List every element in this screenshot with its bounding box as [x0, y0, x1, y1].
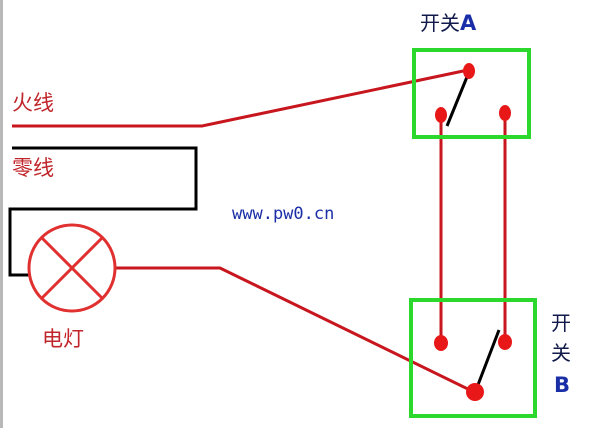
switch-b-right-terminal [498, 334, 512, 350]
switch-a-lever [445, 71, 471, 127]
switch-a [412, 48, 531, 139]
switch-a-box [412, 48, 531, 139]
switch-a-title-letter: A [460, 11, 477, 35]
switch-b-left-terminal [434, 335, 448, 351]
switch-a-title-text: 开关 [420, 11, 460, 35]
live-wire-label: 火线 [12, 91, 54, 115]
neutral-wire [8, 146, 198, 277]
switch-b-title-letter: B [554, 373, 570, 397]
neutral-wire-label: 零线 [12, 156, 54, 180]
left-edge-strip [0, 0, 3, 428]
switch-b-title-line1: 开 [551, 311, 571, 335]
switch-b-box [409, 298, 537, 418]
switch-b-common-terminal [466, 383, 484, 401]
switch-a-title: 开关A [420, 11, 477, 35]
switch-a-common-terminal [463, 63, 475, 79]
switch-b-lever [474, 329, 501, 391]
switch-a-right-terminal [499, 105, 511, 121]
lamp-to-switch-b-wire [116, 266, 475, 394]
switch-b [409, 298, 537, 418]
website-watermark: www.pw0.cn [232, 204, 334, 224]
lamp-cross-circle-icon [27, 223, 117, 313]
live-wire [12, 68, 469, 128]
switch-b-title-line2: 关 [551, 341, 571, 365]
switch-a-left-terminal [435, 107, 447, 123]
lamp-label: 电灯 [42, 327, 84, 351]
